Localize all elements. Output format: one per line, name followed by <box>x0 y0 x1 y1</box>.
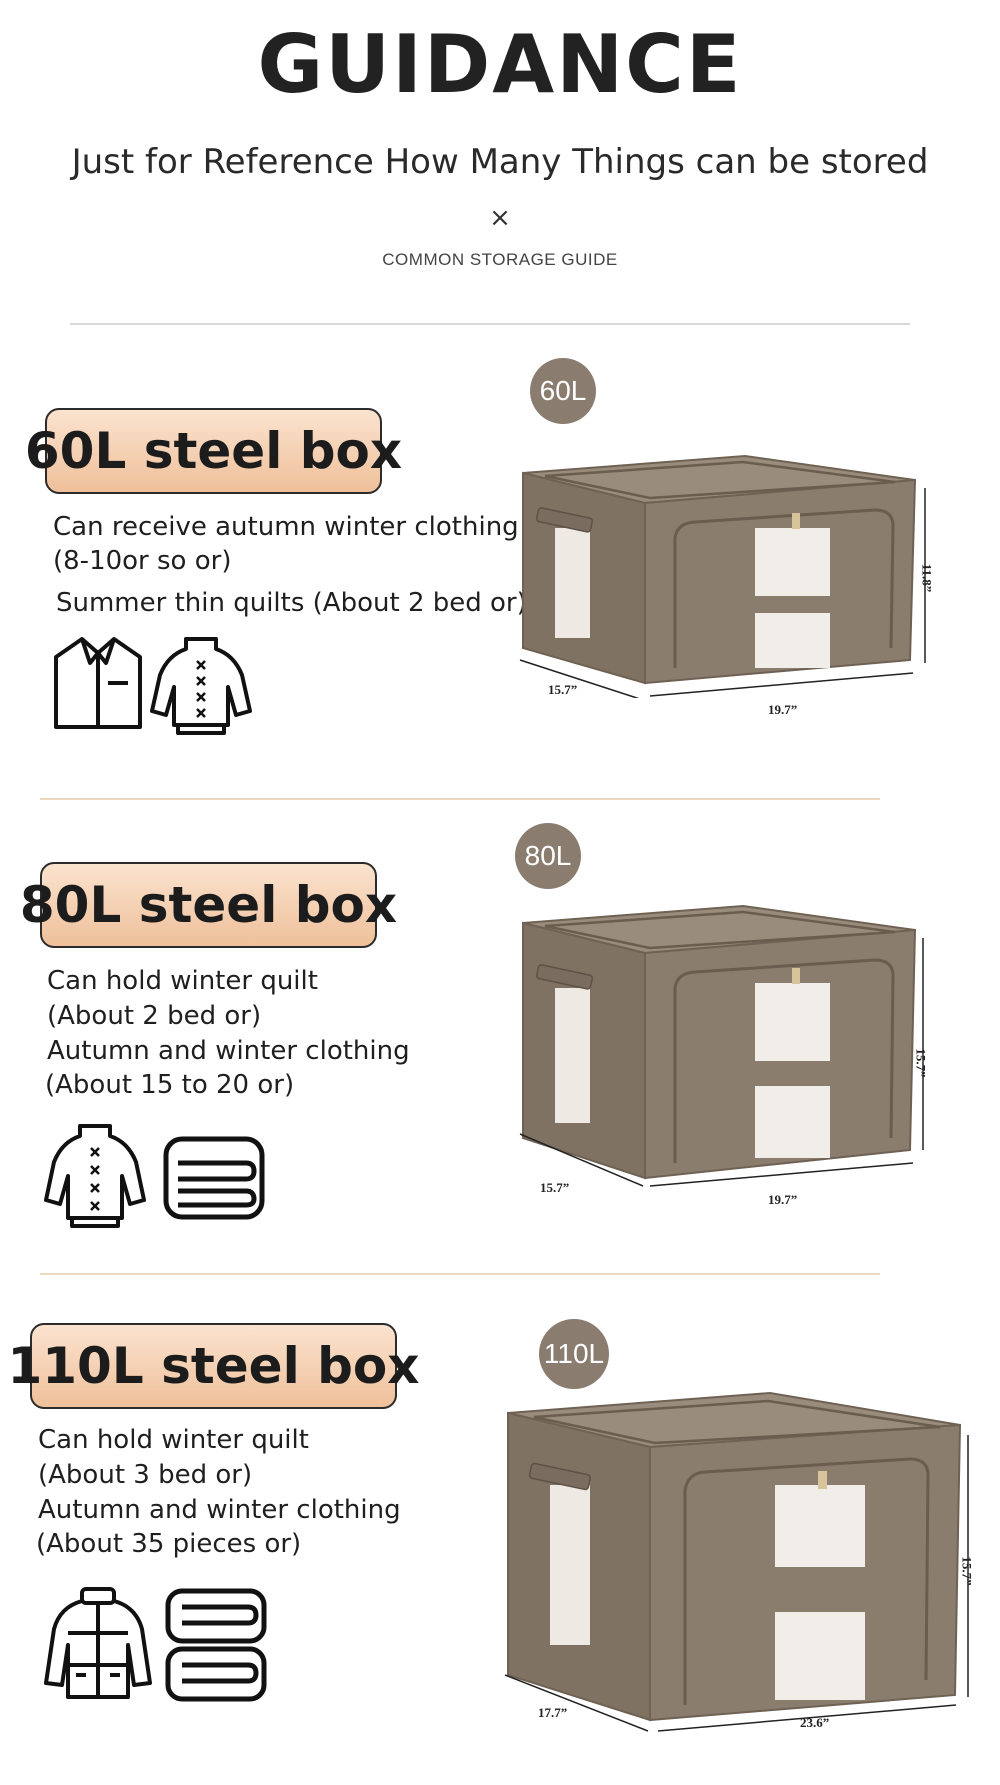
description-line: Summer thin quilts (About 2 bed or) <box>56 588 527 618</box>
height-dimension: 15.7” <box>959 1556 975 1586</box>
section-60l: 60L steel box Can receive autumn winter … <box>0 330 1000 800</box>
box-label-pill: 60L steel box <box>25 408 402 494</box>
header-divider <box>70 323 910 325</box>
page-subtitle: Just for Reference How Many Things can b… <box>71 142 929 182</box>
description-line: (About 2 bed or) <box>47 1001 262 1031</box>
section-80l: 80L steel box Can hold winter quilt (Abo… <box>0 800 1000 1270</box>
depth-dimension: 15.7” <box>540 1180 570 1195</box>
box-label-pill: 80L steel box <box>20 862 397 948</box>
width-dimension: 19.7” <box>768 702 798 717</box>
description-line: Autumn and winter clothing <box>38 1495 401 1525</box>
shirt-icon <box>52 635 144 731</box>
capacity-badge: 110L <box>539 1319 609 1389</box>
description-line: Can hold winter quilt <box>38 1425 309 1455</box>
description-line: Can receive autumn winter clothing <box>53 512 519 542</box>
description-line: Autumn and winter clothing <box>47 1036 410 1066</box>
capacity-badge: 60L <box>530 358 596 424</box>
capacity-badge: 80L <box>515 823 581 889</box>
description-line: Can hold winter quilt <box>47 966 318 996</box>
storage-box-image <box>500 1375 980 1735</box>
description-line: (About 15 to 20 or) <box>45 1070 295 1100</box>
storage-guide-caption: COMMON STORAGE GUIDE <box>382 250 618 269</box>
sweater-icon <box>148 635 254 735</box>
height-dimension: 11.8” <box>919 563 935 593</box>
storage-box-image <box>515 438 935 698</box>
width-dimension: 19.7” <box>768 1192 798 1207</box>
section-divider <box>40 798 880 800</box>
x-mark: × <box>489 203 511 233</box>
width-dimension: 23.6” <box>800 1715 830 1730</box>
description-line: (8-10or so or) <box>53 546 232 576</box>
stacked-quilts-icon <box>164 1587 268 1703</box>
folded-quilt-icon <box>162 1135 266 1221</box>
section-110l: 110L steel box Can hold winter quilt (Ab… <box>0 1275 1000 1785</box>
section-divider <box>40 1273 880 1275</box>
page-title: GUIDANCE <box>257 18 743 111</box>
sweater-icon <box>42 1122 148 1230</box>
height-dimension: 15.7” <box>913 1048 929 1078</box>
box-label-pill: 110L steel box <box>7 1323 420 1409</box>
storage-box-image <box>515 888 935 1188</box>
depth-dimension: 17.7” <box>538 1705 568 1720</box>
depth-dimension: 15.7” <box>548 682 578 697</box>
jacket-icon <box>42 1585 154 1701</box>
description-line: (About 35 pieces or) <box>36 1529 302 1559</box>
description-line: (About 3 bed or) <box>38 1460 253 1490</box>
